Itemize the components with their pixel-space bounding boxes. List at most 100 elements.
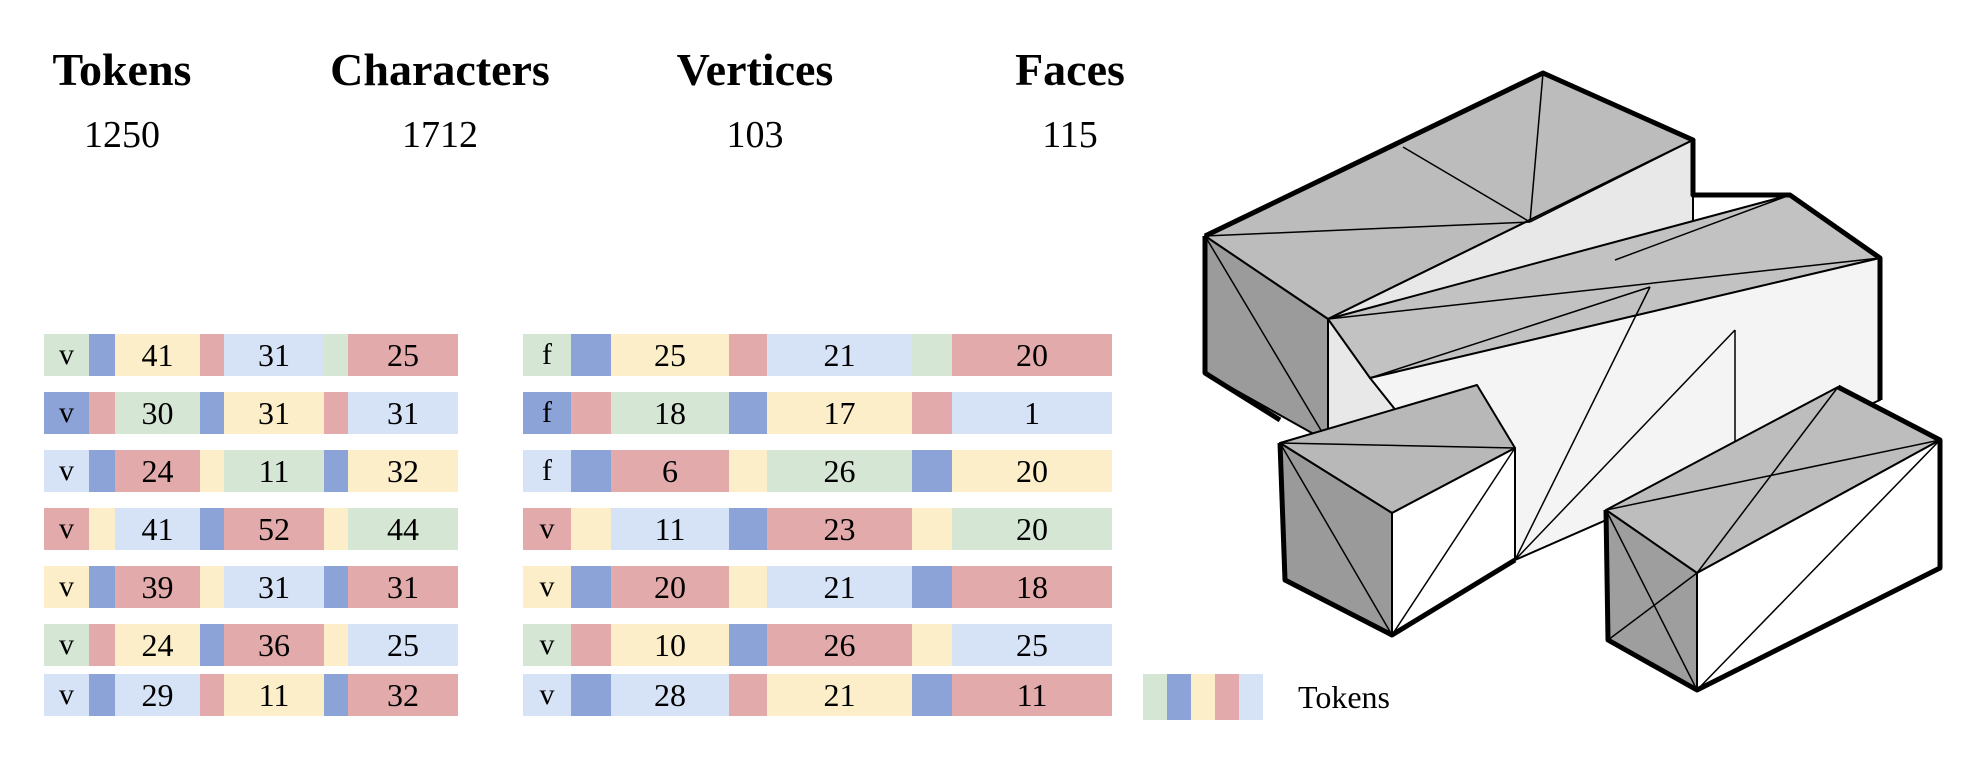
token-value: 31 xyxy=(348,392,458,434)
token-separator xyxy=(912,334,952,376)
token-separator xyxy=(200,566,224,608)
token-value: 11 xyxy=(224,674,324,716)
token-value: 31 xyxy=(224,392,324,434)
token-value: 11 xyxy=(611,508,729,550)
token-value: 44 xyxy=(348,508,458,550)
mesh-edge xyxy=(1391,447,1516,636)
token-value: 18 xyxy=(952,566,1112,608)
legend-swatch xyxy=(1143,674,1167,720)
token-value: 52 xyxy=(224,508,324,550)
token-separator xyxy=(912,508,952,550)
token-type-label: v xyxy=(44,566,89,608)
token-value: 26 xyxy=(767,624,912,666)
token-separator xyxy=(324,508,348,550)
legend-swatch xyxy=(1215,674,1239,720)
token-separator xyxy=(200,450,224,492)
token-value: 31 xyxy=(224,334,324,376)
token-separator xyxy=(729,392,767,434)
token-separator xyxy=(912,392,952,434)
token-separator xyxy=(729,674,767,716)
token-separator xyxy=(200,624,224,666)
token-type-label: v xyxy=(523,624,571,666)
stat-tokens: Tokens 1250 xyxy=(22,40,222,162)
token-value: 29 xyxy=(115,674,200,716)
token-separator xyxy=(89,450,115,492)
token-value: 18 xyxy=(611,392,729,434)
token-separator xyxy=(89,624,115,666)
token-separator xyxy=(89,334,115,376)
token-value: 17 xyxy=(767,392,912,434)
legend-swatch xyxy=(1239,674,1263,720)
token-type-label: f xyxy=(523,392,571,434)
stat-characters-label: Characters xyxy=(330,44,550,95)
token-value: 20 xyxy=(952,508,1112,550)
token-separator xyxy=(324,624,348,666)
stat-characters: Characters 1712 xyxy=(310,40,570,162)
legend-swatch xyxy=(1167,674,1191,720)
token-separator xyxy=(729,450,767,492)
mesh-outline xyxy=(1277,442,1517,638)
token-separator xyxy=(324,334,348,376)
token-type-label: f xyxy=(523,334,571,376)
token-separator xyxy=(571,508,611,550)
token-separator xyxy=(571,674,611,716)
token-value: 24 xyxy=(115,450,200,492)
token-value: 1 xyxy=(952,392,1112,434)
token-separator xyxy=(89,566,115,608)
token-value: 21 xyxy=(767,674,912,716)
token-value: 23 xyxy=(767,508,912,550)
mesh-outline xyxy=(1603,384,1943,693)
stat-tokens-value: 1250 xyxy=(84,114,160,156)
mesh-edge xyxy=(1605,509,1698,691)
mesh-edge xyxy=(1204,235,1329,443)
mesh-edge xyxy=(1614,194,1791,261)
token-value: 39 xyxy=(115,566,200,608)
token-separator xyxy=(324,392,348,434)
token-separator xyxy=(729,508,767,550)
stat-vertices-label: Vertices xyxy=(676,44,834,95)
mesh-edge xyxy=(1605,439,1941,511)
token-separator xyxy=(729,566,767,608)
token-separator xyxy=(912,450,952,492)
mesh-edge xyxy=(1607,572,1698,641)
token-value: 21 xyxy=(767,334,912,376)
token-separator xyxy=(729,334,767,376)
token-value: 25 xyxy=(611,334,729,376)
token-separator xyxy=(324,674,348,716)
mesh-outline xyxy=(1202,236,1282,423)
stat-faces-label: Faces xyxy=(1015,44,1125,95)
token-type-label: f xyxy=(523,450,571,492)
token-value: 26 xyxy=(767,450,912,492)
token-value: 32 xyxy=(348,674,458,716)
token-type-label: v xyxy=(44,450,89,492)
mesh-edge xyxy=(1514,329,1736,561)
mesh-edge xyxy=(1204,221,1531,237)
token-value: 32 xyxy=(348,450,458,492)
token-value: 6 xyxy=(611,450,729,492)
token-separator xyxy=(324,566,348,608)
token-value: 10 xyxy=(611,624,729,666)
token-value: 25 xyxy=(348,624,458,666)
token-type-label: v xyxy=(44,392,89,434)
token-value: 25 xyxy=(348,334,458,376)
mesh-edge xyxy=(1327,257,1881,320)
token-separator xyxy=(89,392,115,434)
token-value: 24 xyxy=(115,624,200,666)
token-value: 20 xyxy=(611,566,729,608)
legend-swatch xyxy=(1191,674,1215,720)
token-separator xyxy=(571,624,611,666)
mesh-edge xyxy=(1696,386,1839,574)
mesh-edge xyxy=(1279,442,1393,636)
token-separator xyxy=(200,674,224,716)
token-separator xyxy=(89,508,115,550)
mesh-edge xyxy=(1369,286,1651,379)
